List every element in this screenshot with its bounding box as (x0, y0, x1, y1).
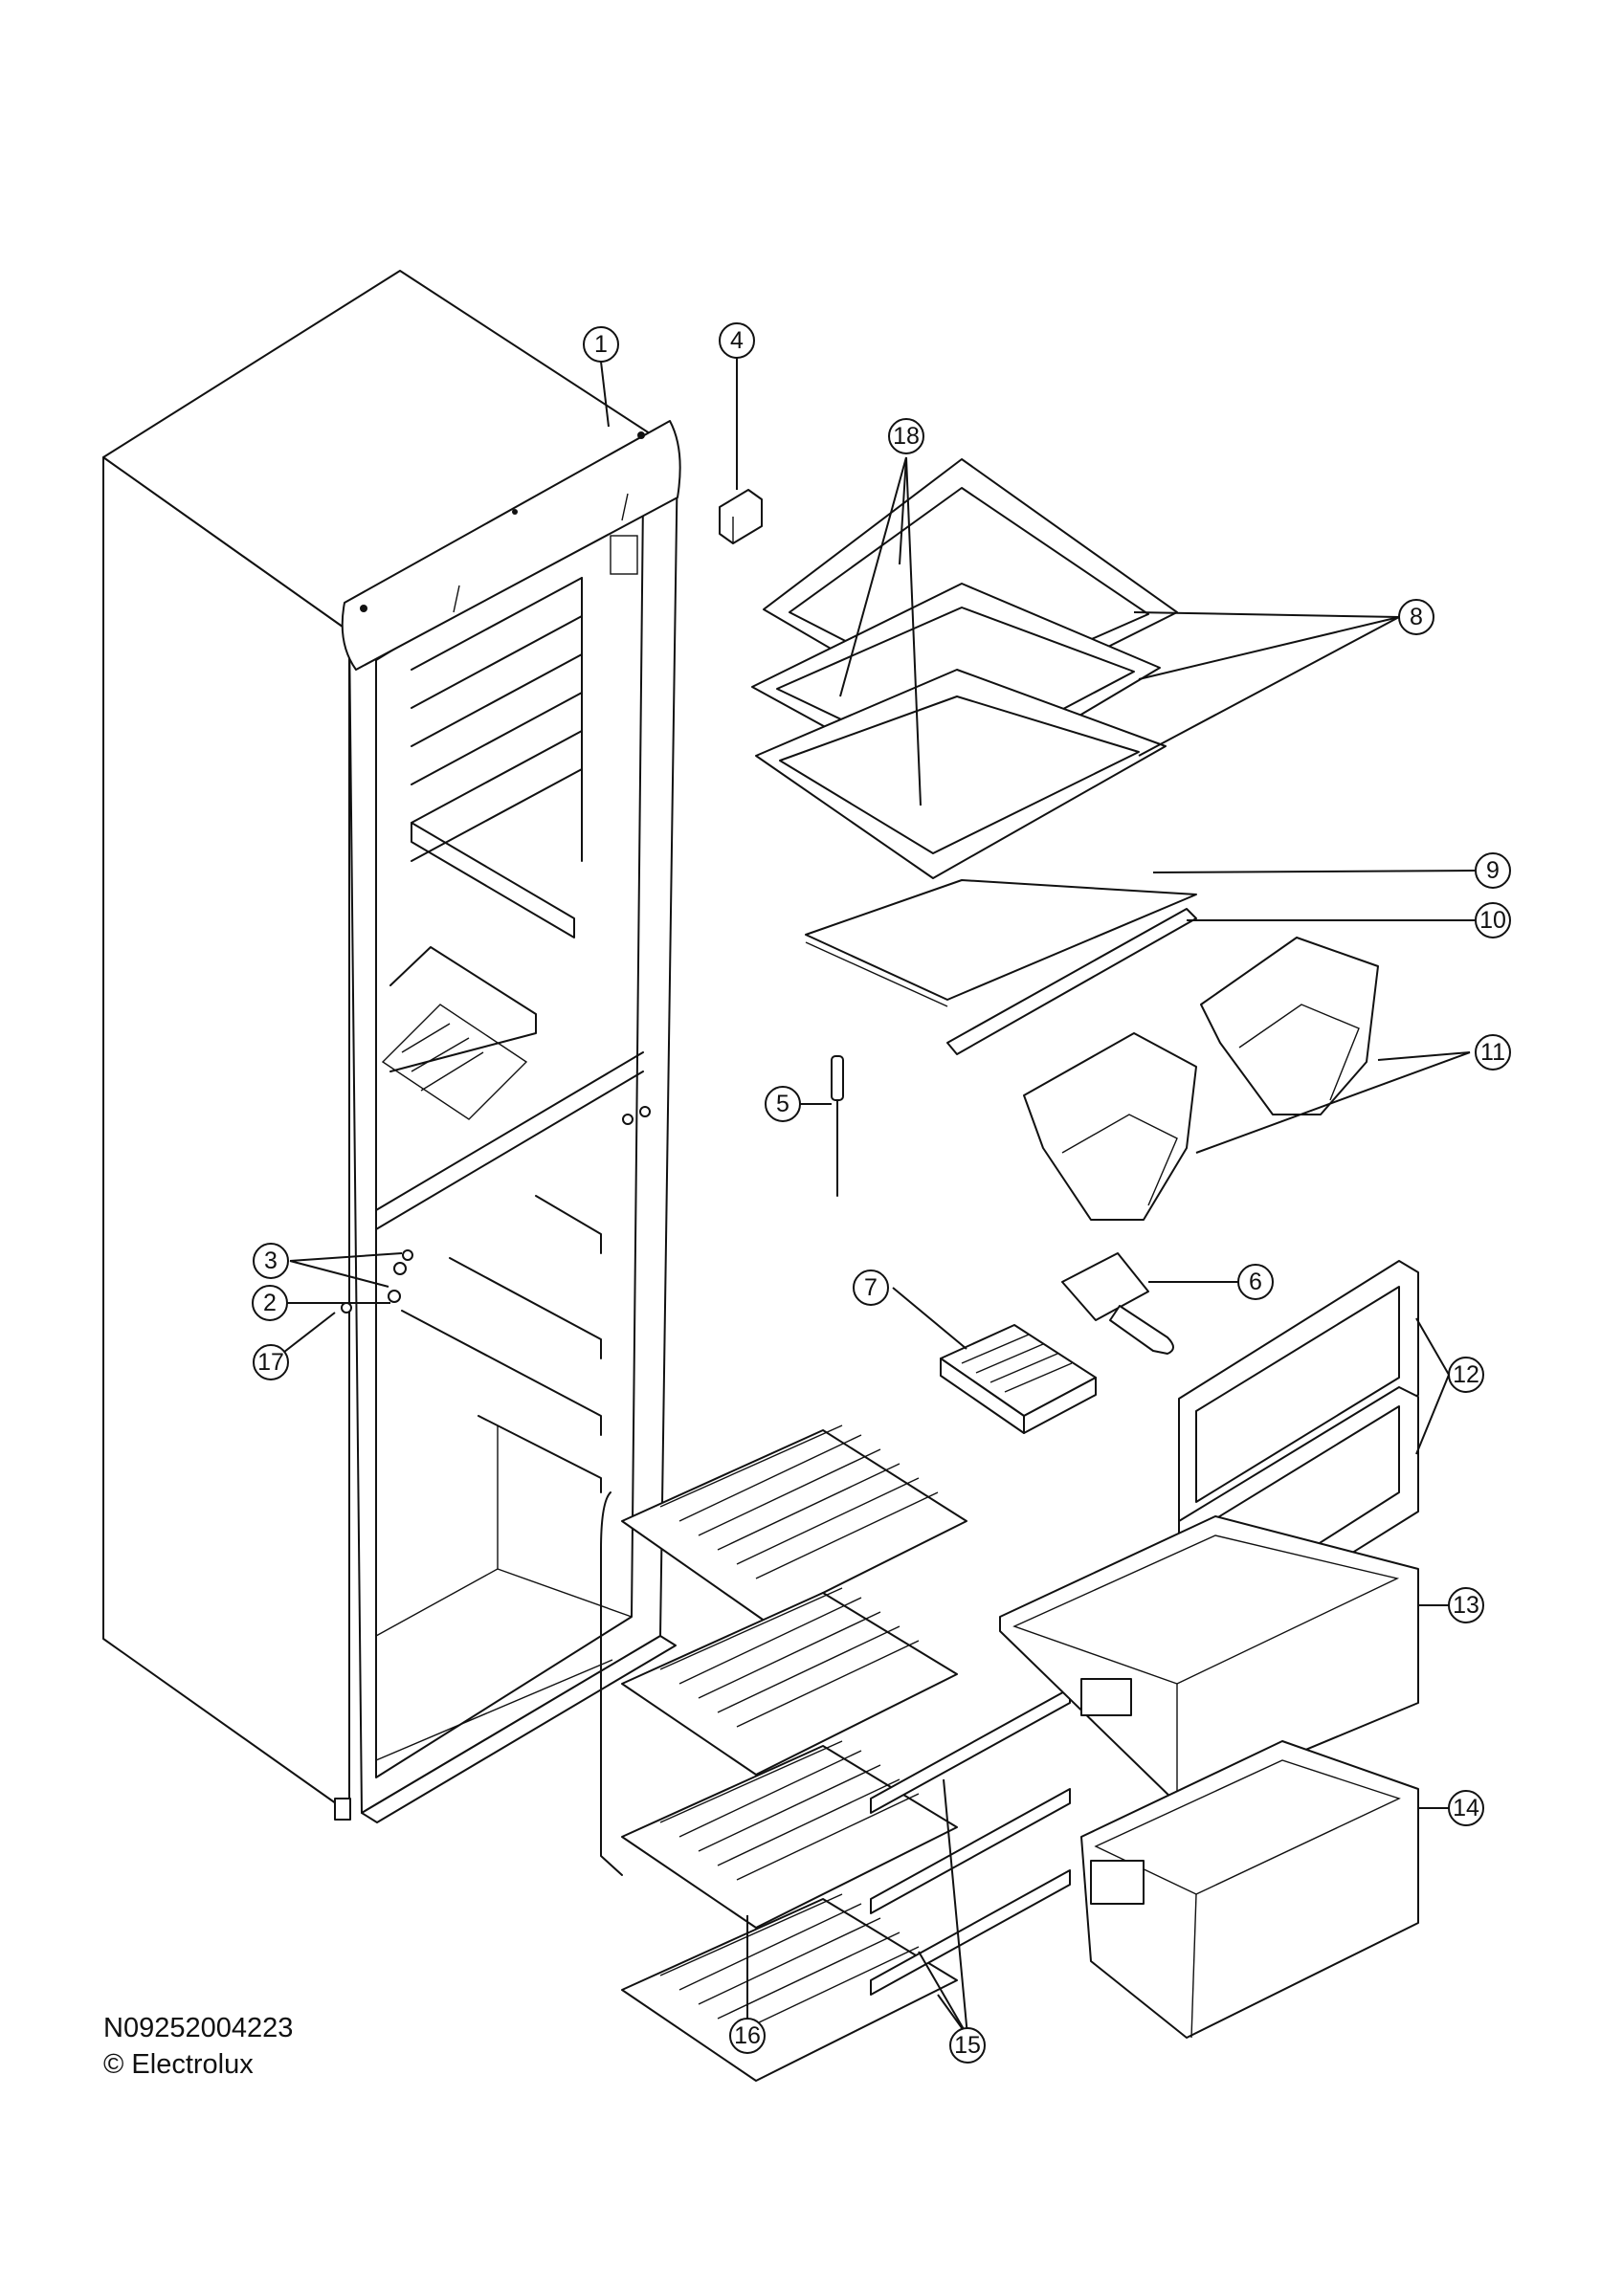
callout-8: 8 (1398, 599, 1434, 635)
glass-shelves-8 (751, 458, 1178, 879)
svg-text:12: 12 (1453, 1361, 1479, 1388)
crisper-drawer-13 (999, 1515, 1419, 1804)
callout-13: 13 (1448, 1587, 1484, 1623)
callout-17: 17 (253, 1344, 289, 1380)
callout-9: 9 (1475, 852, 1511, 889)
callout-12: 12 (1448, 1357, 1484, 1393)
callout-16: 16 (729, 2018, 766, 2054)
svg-text:17: 17 (257, 1349, 284, 1376)
copyright-notice: © Electrolux (103, 2049, 254, 2080)
callout-1: 1 (583, 326, 619, 363)
callout-4: 4 (719, 322, 755, 359)
svg-text:11: 11 (1480, 1039, 1505, 1066)
leader-lines (270, 361, 1476, 2037)
callout-10: 10 (1475, 902, 1511, 938)
tool-part-5 (800, 1055, 844, 1197)
door-bins-11 (1023, 937, 1379, 1221)
ice-scraper-6 (1061, 1252, 1174, 1355)
svg-text:1: 1 (594, 331, 608, 358)
ice-tray-7 (940, 1324, 1097, 1434)
callout-15: 15 (949, 2027, 986, 2064)
shelf-rails-15 (870, 1688, 1071, 1996)
svg-text:4: 4 (730, 327, 744, 354)
svg-text:16: 16 (734, 2022, 761, 2049)
svg-text:18: 18 (893, 423, 920, 450)
svg-text:3: 3 (264, 1247, 278, 1274)
wire-shelves-16 (600, 1424, 967, 2082)
callout-3: 3 (253, 1243, 289, 1279)
svg-text:7: 7 (864, 1274, 878, 1301)
svg-text:5: 5 (776, 1091, 789, 1117)
callout-7: 7 (853, 1269, 889, 1306)
thermostat-part-4 (719, 354, 763, 544)
callout-5: 5 (765, 1086, 801, 1122)
svg-text:2: 2 (263, 1290, 277, 1316)
svg-text:15: 15 (954, 2032, 981, 2059)
svg-text:8: 8 (1410, 604, 1423, 630)
shelf-trim-10 (946, 908, 1197, 1055)
svg-text:14: 14 (1453, 1795, 1479, 1821)
callout-14: 14 (1448, 1790, 1484, 1826)
svg-text:10: 10 (1479, 907, 1506, 934)
svg-text:9: 9 (1486, 857, 1500, 884)
callout-6: 6 (1237, 1264, 1274, 1300)
svg-text:6: 6 (1249, 1269, 1262, 1295)
refrigerator-cabinet (102, 270, 681, 1823)
small-parts-2-3-17 (341, 1249, 413, 1314)
svg-text:13: 13 (1453, 1592, 1479, 1619)
callout-2: 2 (252, 1285, 288, 1321)
document-id: N09252004223 (103, 2013, 294, 2043)
callout-18: 18 (888, 418, 924, 454)
crisper-drawer-14 (1080, 1740, 1419, 2039)
callout-11: 11 (1475, 1034, 1511, 1071)
glass-plate-9 (805, 879, 1197, 1007)
